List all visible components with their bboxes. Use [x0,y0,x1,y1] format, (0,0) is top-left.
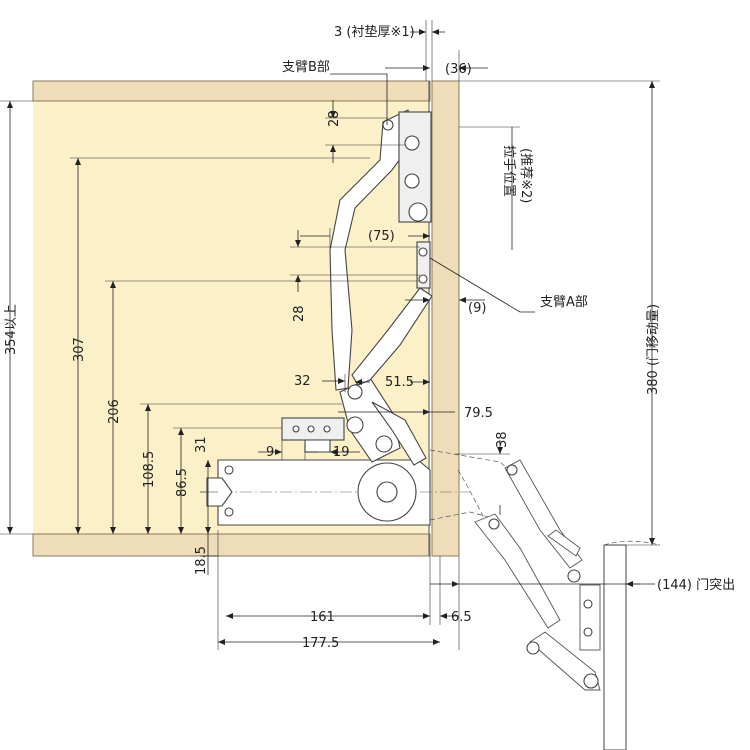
min-height-label: 354以上 [4,304,19,355]
dim-177-5: 177.5 [302,636,339,651]
dim-28-mid: 28 [292,305,307,322]
dim-31: 31 [194,436,209,453]
dim-75: (75) [368,229,395,244]
door-travel-label: 380 (门移动量) [646,304,661,395]
arm-a [351,287,433,386]
dim-161: 161 [310,610,335,625]
open-door-ghost [429,449,661,750]
dim-51-5: 51.5 [385,375,414,390]
dim-307: 307 [72,337,87,362]
top-panel [32,80,431,102]
dim-206: 206 [107,399,122,424]
handle-position-label: 拉手位置 [501,145,516,197]
dim-79-5: 79.5 [464,406,493,421]
door-thickness-dim: (36) [445,62,472,77]
bottom-panel [32,533,431,557]
hinge-mechanism [200,109,470,526]
door-protrusion-label: (144) 门突出 [657,577,735,593]
dim-19: 19 [333,445,350,460]
recommended-label: (推荐※2) [518,148,533,203]
labels: 3 (衬垫厚※1) 支臂B部 28 (36) 拉手位置 (推荐※2) 380 (… [4,24,735,651]
dim-32: 32 [294,374,311,389]
door-thickness-label: 28 [327,110,342,127]
arm-b-label: 支臂B部 [282,60,330,75]
dimension-lines [0,20,660,650]
dim-38: 38 [495,431,510,448]
liner-thickness-label: 3 (衬垫厚※1) [334,24,415,40]
dim-9-low: 9 [266,445,274,460]
dim-6-5: 6.5 [451,610,472,625]
dim-86-5: 86.5 [175,468,190,497]
arm-a-label: 支臂A部 [540,295,588,310]
door-closed [431,80,460,557]
dim-9-right: (9) [468,301,486,316]
dim-18-5: 18.5 [194,546,209,575]
dim-108-5: 108.5 [142,451,157,488]
